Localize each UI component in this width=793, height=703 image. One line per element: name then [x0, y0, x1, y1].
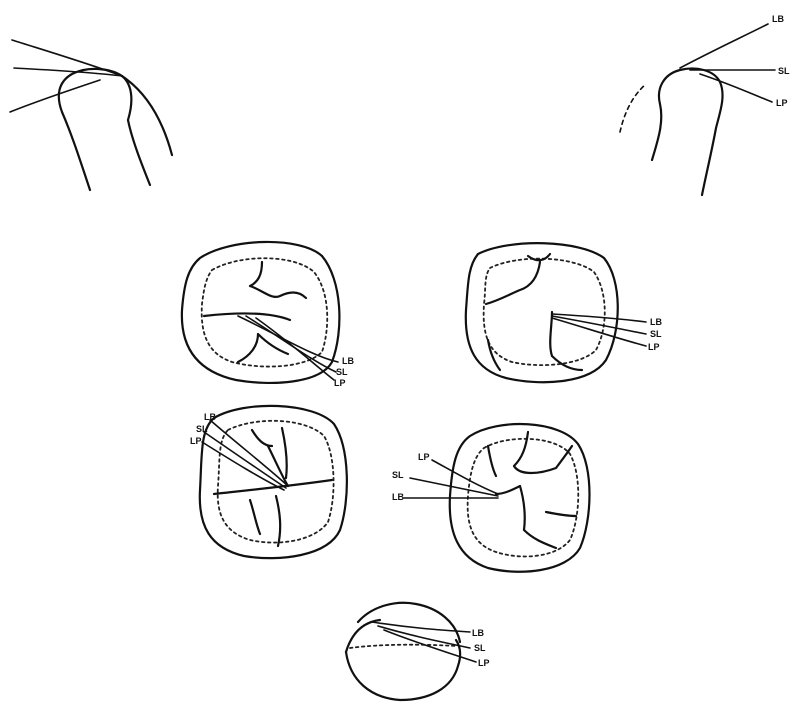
- label-lb-row2-left: LB: [204, 412, 216, 422]
- label-lp-row2-right: LP: [418, 452, 430, 462]
- label-sl-bottom: SL: [474, 643, 486, 653]
- label-lb-row2-right: LB: [392, 492, 404, 502]
- label-sl-row1-right: SL: [650, 329, 662, 339]
- label-lp-top-right: LP: [776, 98, 788, 108]
- label-lp-row1-left: LP: [334, 378, 346, 388]
- label-lp-row2-left: LP: [190, 436, 202, 446]
- label-lb-top-right: LB: [772, 14, 784, 24]
- label-sl-row1-left: SL: [336, 367, 348, 377]
- label-lb-bottom: LB: [472, 628, 484, 638]
- top-left-profile: [10, 40, 172, 190]
- label-lp-row1-right: LP: [648, 342, 660, 352]
- top-right-profile: LB SL LP: [620, 14, 790, 195]
- label-sl-top-right: SL: [778, 66, 790, 76]
- label-lb-row1-right: LB: [650, 317, 662, 327]
- tooth-row1-left: LB SL LP: [182, 242, 355, 388]
- tooth-bottom-center: LB SL LP: [346, 603, 490, 700]
- tooth-row1-right: LB SL LP: [466, 243, 663, 382]
- label-sl-row2-left: SL: [196, 424, 208, 434]
- label-sl-row2-right: SL: [392, 470, 404, 480]
- label-lb-row1-left: LB: [342, 356, 354, 366]
- tooth-row2-right: LP SL LB: [392, 424, 590, 572]
- label-lp-bottom: LP: [478, 658, 490, 668]
- tooth-row2-left: LB SL LP: [190, 406, 347, 558]
